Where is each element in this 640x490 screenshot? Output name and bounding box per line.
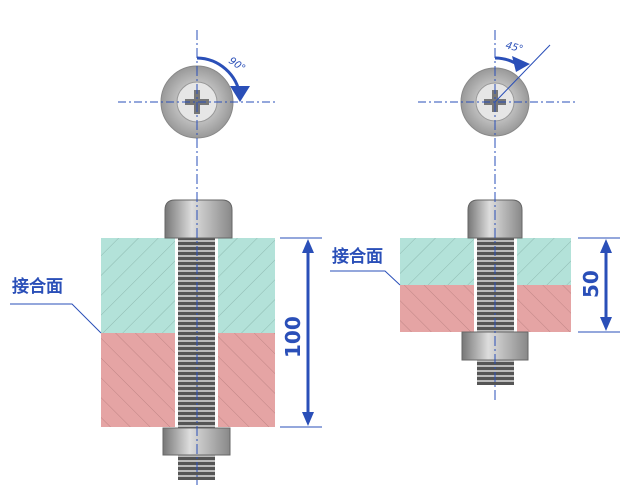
joint-surface-label: 接合面 [332,246,383,267]
left-assembly: 90° 100 接合面 [10,30,322,485]
joint-surface-label: 接合面 [12,276,63,297]
dimension-label: 50 [579,270,603,298]
nut [162,427,231,456]
right-assembly: 45° 50 接合面 [330,30,620,400]
dimension-label: 100 [281,316,305,358]
angle-label: 45° [504,40,524,55]
bolt-head [164,199,233,239]
